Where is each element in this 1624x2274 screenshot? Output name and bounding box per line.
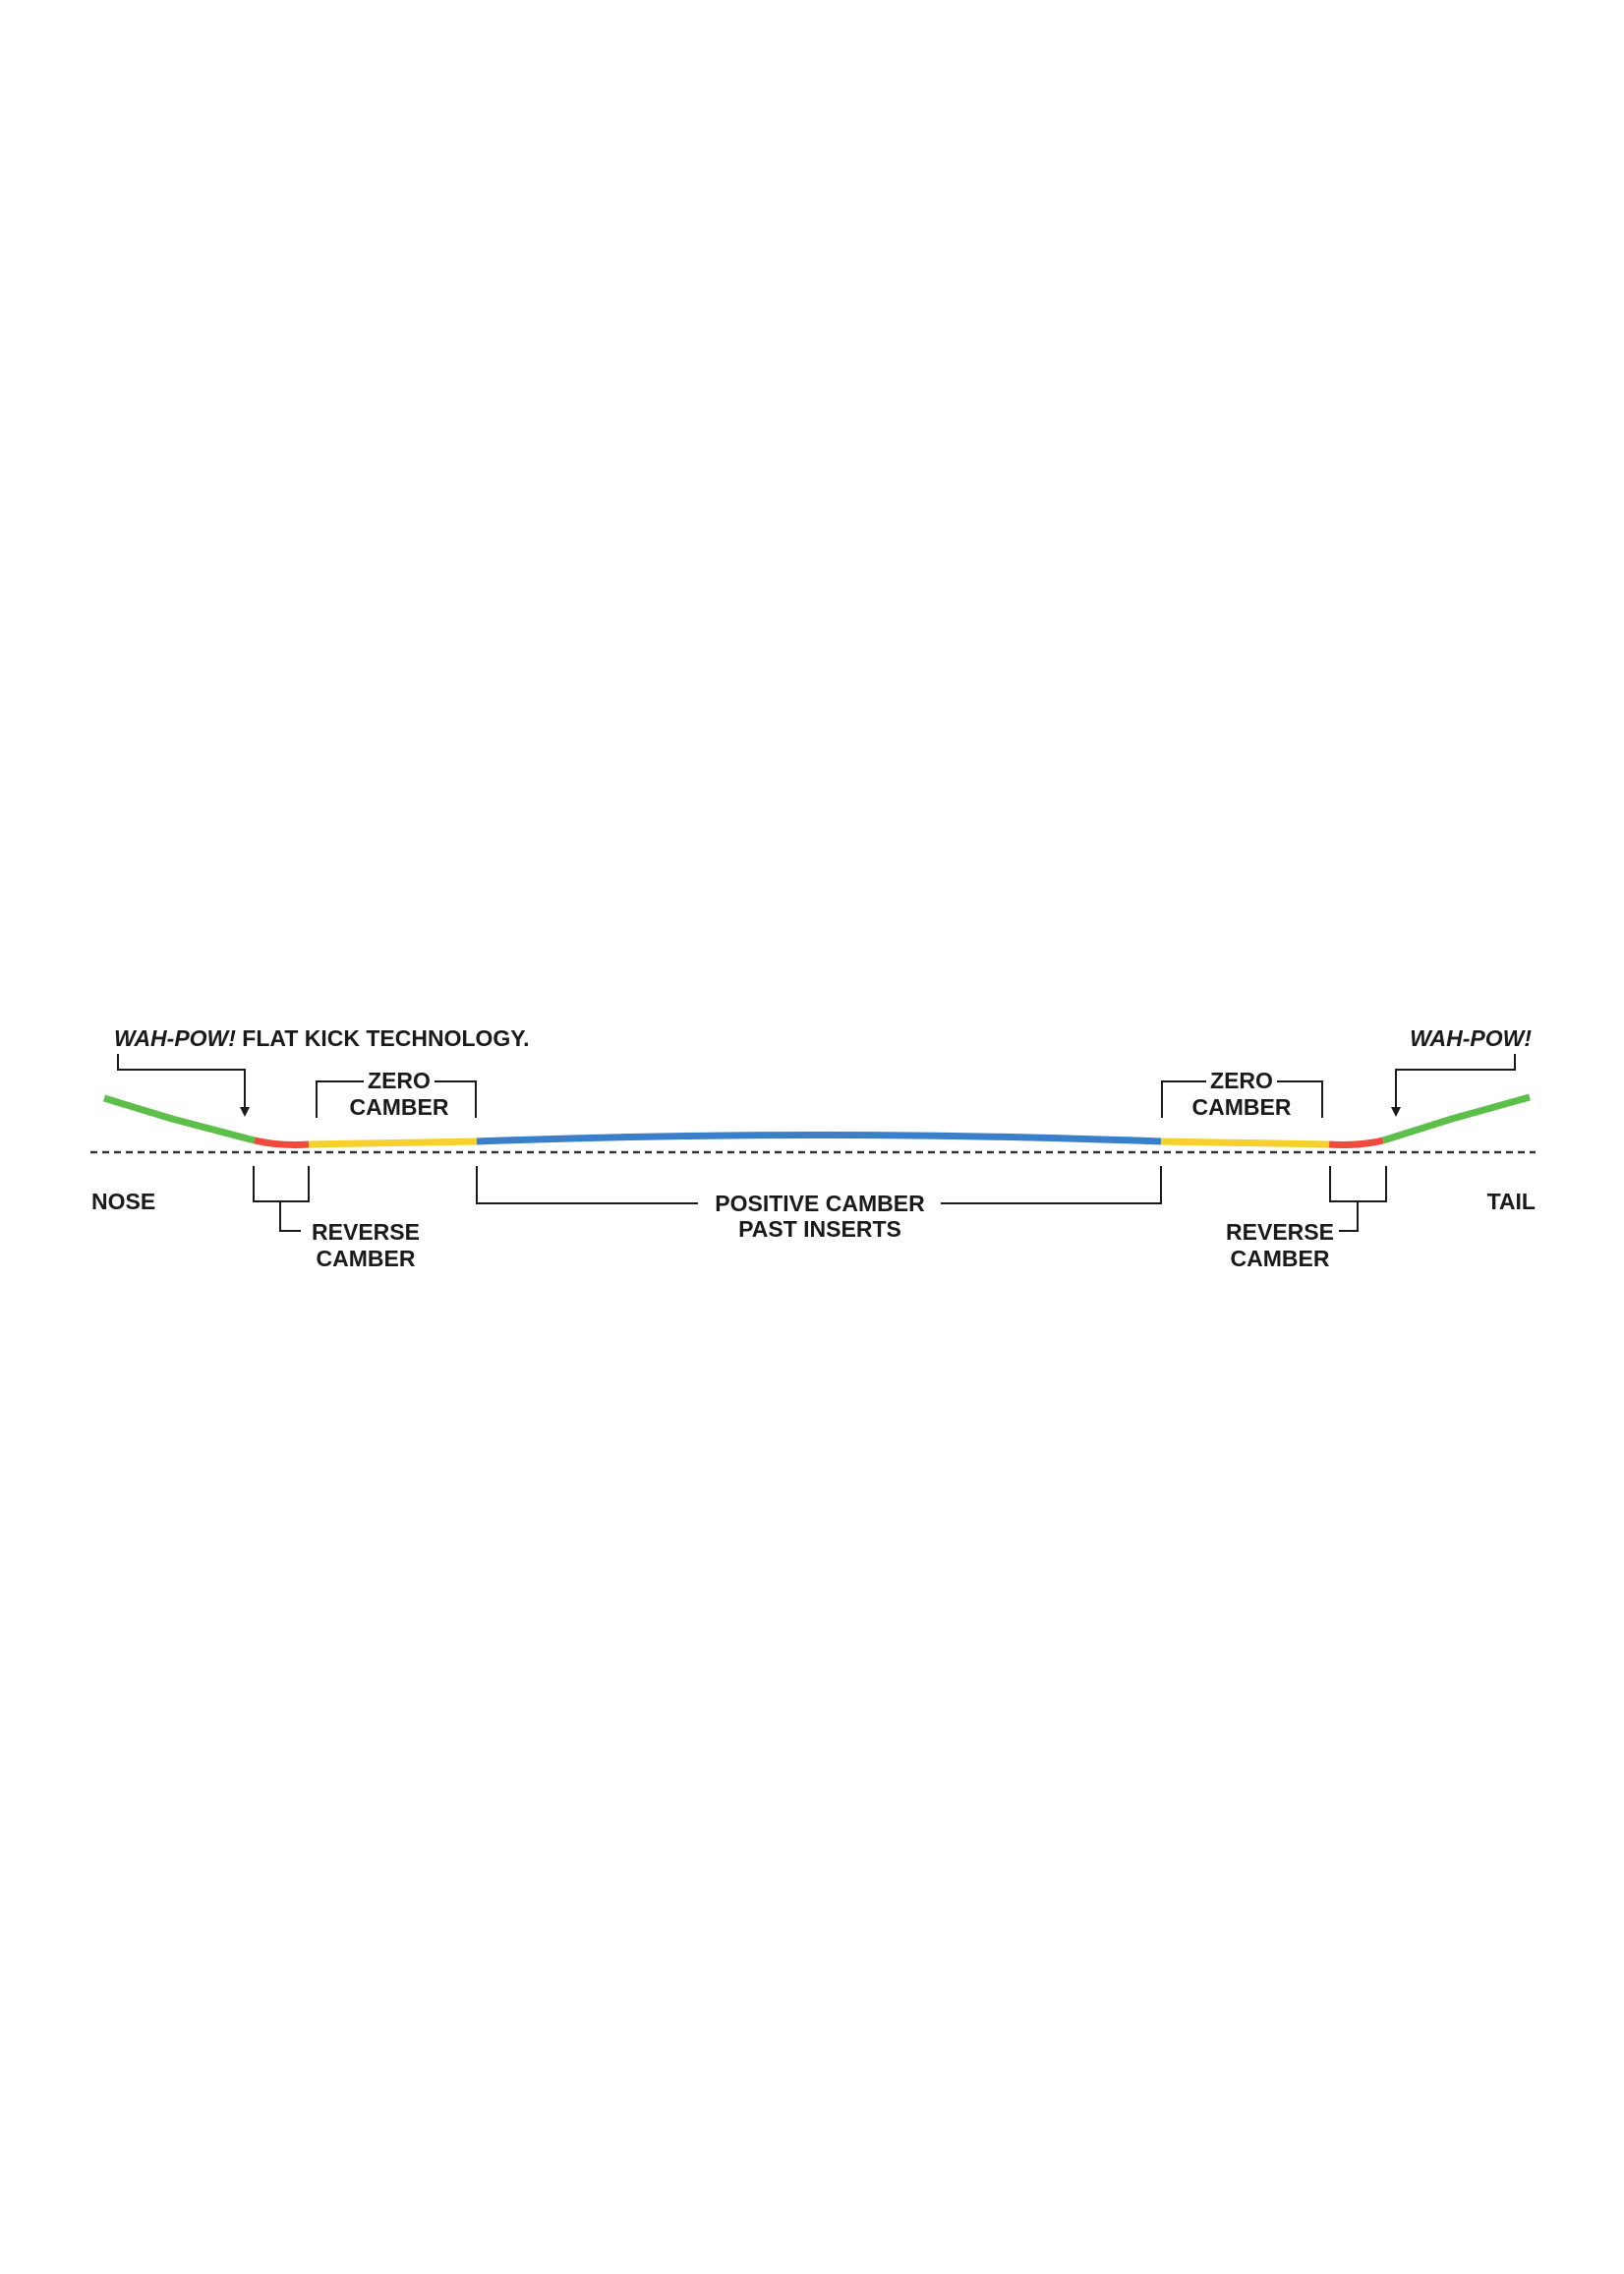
zero-camber-right-bracket-right — [1277, 1080, 1323, 1118]
reverse-camber-left-bracket — [253, 1166, 310, 1202]
wah-pow-left-label: WAH-POW! — [114, 1025, 236, 1051]
flat-kick-title: WAH-POW! FLAT KICK TECHNOLOGY. — [114, 1025, 529, 1051]
positive-camber-label-2: PAST INSERTS — [738, 1216, 901, 1242]
zero-camber-left-label: ZERO — [368, 1068, 431, 1093]
zero-camber-left-line1: ZERO — [368, 1068, 431, 1093]
reverse-camber-left-leader — [279, 1201, 301, 1232]
zero-camber-right-label: ZERO — [1210, 1068, 1273, 1093]
nose-label: NOSE — [91, 1189, 155, 1214]
reverse-camber-right-label: REVERSE — [1226, 1219, 1334, 1245]
reverse-camber-right-bracket — [1329, 1166, 1387, 1202]
positive-camber-callout: POSITIVE CAMBER PAST INSERTS — [476, 1166, 1162, 1242]
nose-flat-kick-segment — [102, 1094, 256, 1144]
zero-camber-right-bracket-left — [1161, 1080, 1206, 1118]
positive-camber-label: POSITIVE CAMBER — [715, 1191, 925, 1216]
reverse-camber-left-line1: REVERSE — [312, 1219, 420, 1245]
flat-kick-tech-label: FLAT KICK TECHNOLOGY. — [236, 1025, 530, 1051]
reverse-camber-callout-right: REVERSE CAMBER — [1226, 1166, 1387, 1271]
board-profile — [102, 1093, 1531, 1148]
tail-flat-kick-segment — [1381, 1093, 1531, 1144]
flat-kick-right-leader — [1395, 1054, 1516, 1109]
positive-camber-bracket-left — [476, 1166, 698, 1204]
positive-camber-line1: POSITIVE CAMBER — [715, 1191, 925, 1216]
zero-camber-callout-left: ZERO CAMBER — [316, 1068, 477, 1120]
flat-kick-left-leader — [117, 1054, 246, 1109]
zero-camber-right-line2: CAMBER — [1192, 1094, 1292, 1120]
reverse-camber-right-line1: REVERSE — [1226, 1219, 1334, 1245]
zero-camber-left-label-2: CAMBER — [350, 1094, 449, 1120]
flat-kick-right-arrowhead — [1391, 1107, 1401, 1117]
zero-camber-right-label-2: CAMBER — [1192, 1094, 1292, 1120]
zero-camber-left-line2: CAMBER — [350, 1094, 449, 1120]
reverse-camber-right-leader — [1339, 1201, 1359, 1232]
positive-camber-segment — [476, 1132, 1162, 1145]
nose-reverse-camber-segment — [254, 1137, 310, 1148]
flat-kick-left-arrowhead — [240, 1107, 250, 1117]
zero-camber-left-bracket-right — [435, 1080, 477, 1118]
tail-zero-camber-segment — [1160, 1137, 1330, 1148]
positive-camber-line2: PAST INSERTS — [738, 1216, 901, 1242]
tail-label: TAIL — [1487, 1189, 1536, 1214]
wah-pow-right-label: WAH-POW! — [1410, 1025, 1532, 1051]
reverse-camber-right-line2: CAMBER — [1231, 1246, 1330, 1271]
tail-reverse-camber-segment — [1328, 1137, 1384, 1148]
flat-kick-callout-right: WAH-POW! — [1391, 1025, 1532, 1117]
zero-camber-left-bracket-left — [316, 1080, 364, 1118]
reverse-camber-left-label-2: CAMBER — [317, 1246, 416, 1271]
reverse-camber-callout-left: REVERSE CAMBER — [253, 1166, 420, 1271]
reverse-camber-left-line2: CAMBER — [317, 1246, 416, 1271]
reverse-camber-right-label-2: CAMBER — [1231, 1246, 1330, 1271]
positive-camber-bracket-right — [941, 1166, 1162, 1204]
zero-camber-right-line1: ZERO — [1210, 1068, 1273, 1093]
zero-camber-callout-right: ZERO CAMBER — [1161, 1068, 1323, 1120]
nose-zero-camber-segment — [308, 1137, 478, 1148]
flat-kick-callout-left: WAH-POW! FLAT KICK TECHNOLOGY. — [114, 1025, 529, 1117]
reverse-camber-left-label: REVERSE — [312, 1219, 420, 1245]
